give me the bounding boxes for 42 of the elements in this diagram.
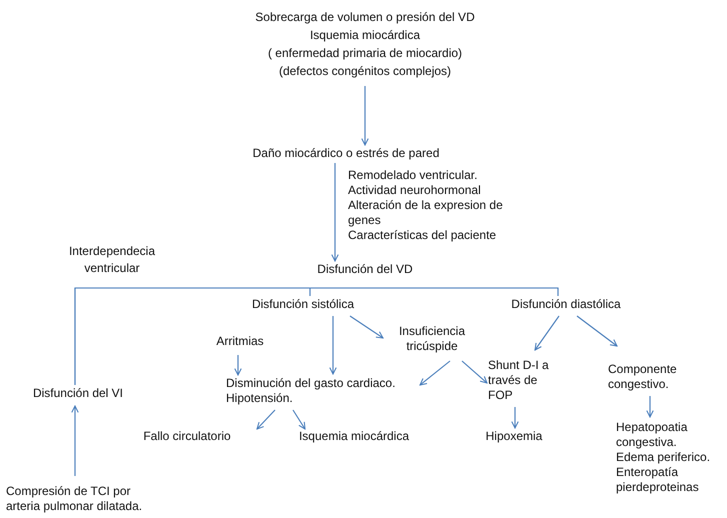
note-text: Remodelado ventricular. bbox=[348, 168, 478, 183]
node-text: Fallo circulatorio bbox=[143, 429, 231, 444]
node-text: Isquemia miocárdica bbox=[298, 429, 410, 444]
node-text: Componente congestivo. bbox=[608, 362, 678, 392]
node-text: Sobrecarga de volumen o presión del VD bbox=[255, 9, 475, 26]
node-text: Shunt D-I a través de FOP bbox=[488, 358, 550, 403]
node-text: Arritmias bbox=[216, 334, 264, 349]
node-text: Edema periferico. bbox=[616, 450, 710, 465]
arrow bbox=[419, 360, 450, 386]
node-text: Disfunción del VD bbox=[317, 262, 413, 277]
arrow bbox=[329, 316, 337, 375]
arrow bbox=[292, 410, 306, 430]
arrow bbox=[350, 316, 384, 339]
arrow bbox=[71, 405, 79, 476]
node-text: Disfunción sistólica bbox=[252, 297, 354, 312]
note-text: Interdependecia ventricular bbox=[68, 243, 156, 277]
node-text: ( enfermedad primaria de miocardio) bbox=[268, 45, 462, 62]
node-text: Daño miocárdico o estrés de pared bbox=[252, 146, 440, 161]
node-text: Hepatopoatia congestiva. bbox=[616, 420, 688, 450]
node-text: (defectos congénitos complejos) bbox=[278, 63, 452, 80]
note-text: Características del paciente bbox=[348, 228, 498, 243]
node-text: Insuficiencia tricúspide bbox=[398, 324, 466, 354]
connector-line bbox=[74, 287, 559, 385]
note-text: Actividad neurohormonal bbox=[348, 183, 482, 198]
node-text: Disfunción diastólica bbox=[511, 297, 621, 312]
arrow bbox=[646, 396, 654, 418]
node-text: Disfunción del VI bbox=[32, 386, 124, 401]
arrow bbox=[534, 316, 560, 351]
arrow bbox=[331, 163, 339, 262]
node-text: Hipoxemia bbox=[486, 429, 542, 444]
arrow bbox=[234, 355, 242, 376]
node-text: Disminución del gasto cardiaco. bbox=[226, 376, 396, 391]
node-text: Enteropatía pierdeproteinas bbox=[616, 465, 700, 495]
arrow bbox=[576, 316, 618, 347]
note-text: Alteración de la expresion de genes bbox=[348, 198, 504, 228]
node-text: Compresión de TCI por arteria pulmonar dilatada. bbox=[6, 484, 144, 514]
node-text: Hipotensión. bbox=[226, 391, 293, 406]
arrow bbox=[511, 407, 519, 429]
arrow bbox=[361, 86, 369, 146]
arrow bbox=[462, 360, 488, 384]
arrow bbox=[256, 410, 276, 430]
node-text: Isquemia miocárdica bbox=[310, 27, 420, 44]
